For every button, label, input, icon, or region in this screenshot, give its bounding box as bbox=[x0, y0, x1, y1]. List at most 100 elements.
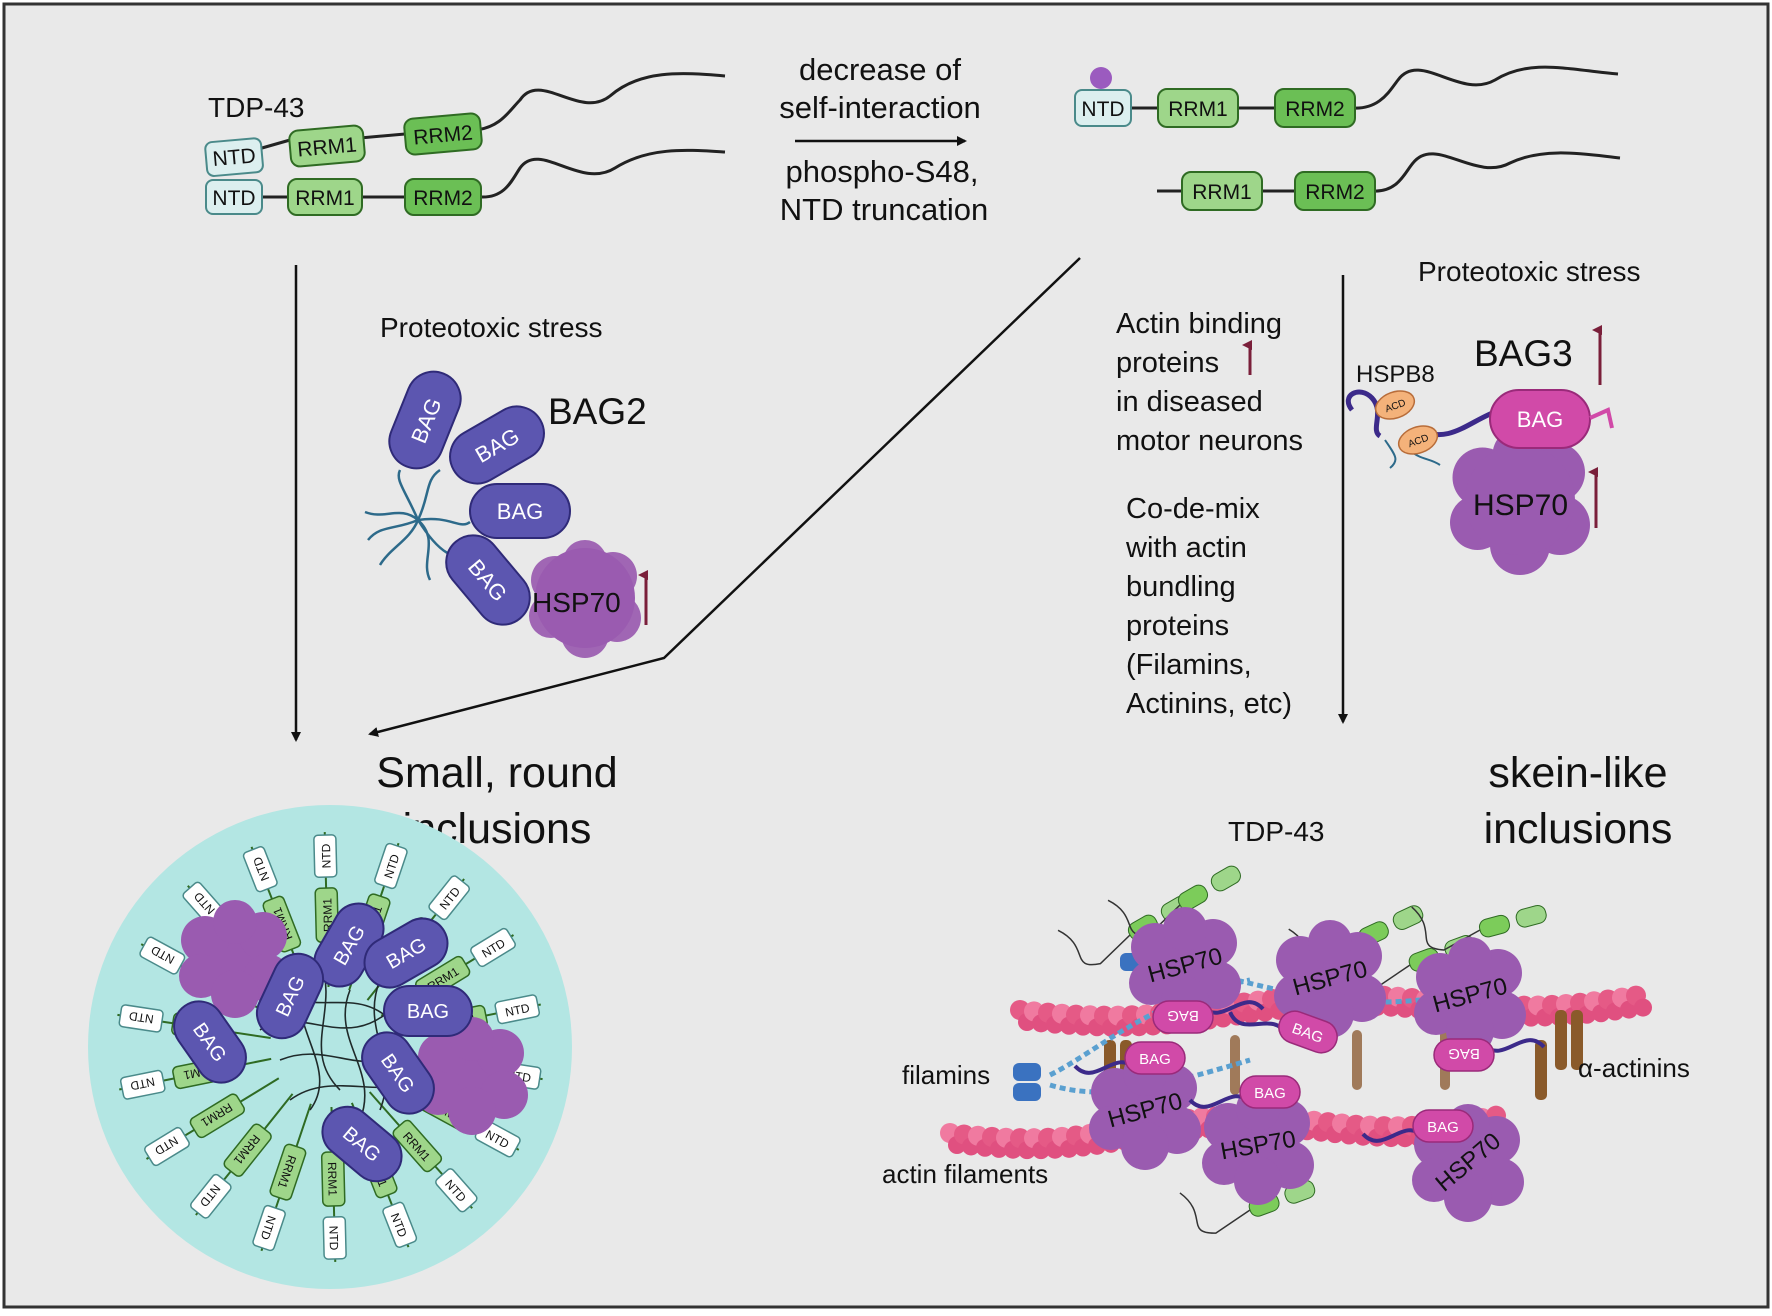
svg-text:in diseased: in diseased bbox=[1116, 386, 1263, 418]
filamin-dimer bbox=[1013, 1083, 1041, 1101]
svg-text:Proteotoxic stress: Proteotoxic stress bbox=[1418, 256, 1641, 287]
svg-text:RRM2: RRM2 bbox=[1285, 98, 1345, 121]
bag-domain bbox=[388, 370, 462, 470]
tdp43-fragment bbox=[1411, 905, 1547, 951]
bag-domain: BAG bbox=[255, 952, 325, 1040]
ntd-domain bbox=[205, 179, 263, 215]
svg-text:NTD: NTD bbox=[319, 843, 334, 868]
filamin-dimer bbox=[1013, 1063, 1041, 1081]
rrm1-domain bbox=[1181, 171, 1263, 211]
rrm1-domain bbox=[1157, 88, 1239, 128]
phospho-dot bbox=[1090, 67, 1112, 89]
svg-text:NTD: NTD bbox=[326, 1225, 341, 1250]
rrm2-domain bbox=[404, 178, 482, 216]
svg-text:RRM1: RRM1 bbox=[1168, 98, 1228, 121]
svg-text:HSP70: HSP70 bbox=[532, 587, 621, 618]
ntd-domain bbox=[1074, 89, 1132, 127]
svg-text:BAG: BAG bbox=[407, 1001, 449, 1023]
bag-pink-domain: BAG bbox=[1152, 1000, 1265, 1034]
svg-text:bundling: bundling bbox=[1126, 571, 1236, 603]
bag-domain: BAG bbox=[363, 917, 449, 989]
bag2-complex: Proteotoxic stress BAG2 BAG BAG BAG BAG … bbox=[364, 312, 648, 658]
svg-text:NTD truncation: NTD truncation bbox=[780, 192, 988, 227]
bag3-complex: Proteotoxic stress BAG3 HSPB8 ACD ACD BA… bbox=[1345, 256, 1641, 575]
svg-text:BAG: BAG bbox=[1254, 1085, 1286, 1102]
tdp43-monomers: NTD RRM1 RRM2 RRM1 RRM2 bbox=[1074, 65, 1621, 211]
bag-domain bbox=[445, 534, 531, 626]
bag-domain: BAG bbox=[173, 1000, 247, 1084]
round-inclusion: RRM1NTDRRM1NTDRRM1NTDRRM1NTDRRM1NTDRRM1N… bbox=[88, 805, 572, 1289]
svg-text:self-interaction: self-interaction bbox=[779, 90, 981, 125]
svg-text:RRM2: RRM2 bbox=[413, 187, 473, 210]
svg-text:(Filamins,: (Filamins, bbox=[1126, 649, 1252, 681]
svg-text:BAG: BAG bbox=[1448, 1045, 1480, 1062]
acd-domain bbox=[1374, 390, 1416, 420]
tdp43-top-label: TDP-43 bbox=[208, 92, 304, 123]
bag-pink-domain: BAG bbox=[1361, 1109, 1474, 1143]
hsp70: HSP70 bbox=[1089, 1052, 1201, 1170]
bag-domain bbox=[469, 483, 571, 539]
bag-pink-domain: BAG bbox=[1433, 1038, 1546, 1072]
svg-text:BAG: BAG bbox=[497, 499, 543, 524]
svg-text:NTD: NTD bbox=[504, 1001, 531, 1020]
hsp70: HSP70 bbox=[1202, 1087, 1314, 1205]
codemix-text: Co-de-mix with actin bundling proteins (… bbox=[1125, 493, 1292, 720]
svg-text:NTD: NTD bbox=[129, 1074, 156, 1093]
rrm2-domain bbox=[403, 112, 483, 156]
rrm2-domain bbox=[1294, 171, 1376, 211]
small-round-heading: Small, round bbox=[376, 749, 617, 797]
svg-text:decrease of: decrease of bbox=[799, 52, 961, 87]
rrm2-domain bbox=[1274, 88, 1356, 128]
skein-bags: BAG BAG BAG BAG BAG BAG bbox=[1073, 1000, 1546, 1143]
acd-domain bbox=[1397, 425, 1439, 455]
svg-text:NTD: NTD bbox=[212, 187, 255, 210]
svg-text:HSP70: HSP70 bbox=[1473, 489, 1568, 522]
transition-annotation: decrease of self-interaction phospho-S48… bbox=[779, 52, 988, 227]
svg-text:HSPB8: HSPB8 bbox=[1356, 361, 1435, 388]
svg-text:BAG3: BAG3 bbox=[1474, 333, 1573, 374]
svg-text:NTD: NTD bbox=[128, 1009, 155, 1027]
svg-text:with actin: with actin bbox=[1125, 532, 1247, 564]
svg-text:RRM2: RRM2 bbox=[412, 121, 473, 149]
tdp43-dimer: TDP-43 NTD RRM1 RRM2 NTD RRM1 RRM2 bbox=[204, 72, 726, 216]
svg-text:proteins: proteins bbox=[1116, 347, 1219, 379]
svg-text:RRM1: RRM1 bbox=[295, 187, 355, 210]
svg-text:BAG: BAG bbox=[1139, 1051, 1171, 1068]
svg-text:Proteotoxic stress: Proteotoxic stress bbox=[380, 312, 603, 343]
svg-text:NTD: NTD bbox=[1081, 98, 1124, 121]
svg-text:filamins: filamins bbox=[902, 1060, 990, 1090]
rrm1-domain bbox=[287, 178, 363, 216]
ntd-domain bbox=[204, 137, 264, 177]
svg-text:actin filaments: actin filaments bbox=[882, 1159, 1048, 1189]
hsp70: HSP70 bbox=[1129, 907, 1241, 1025]
svg-text:NTD: NTD bbox=[212, 144, 257, 171]
svg-text:TDP-43: TDP-43 bbox=[1228, 816, 1324, 847]
diagonal-arrow bbox=[368, 257, 1081, 737]
tangle-core bbox=[259, 959, 421, 1121]
bag-domain: BAG bbox=[321, 1105, 403, 1183]
svg-text:Actin binding: Actin binding bbox=[1116, 308, 1282, 340]
hsp70: HSP70 bbox=[1274, 920, 1386, 1038]
actin-binding-text: Actin binding proteins in diseased motor… bbox=[1116, 308, 1303, 457]
svg-text:α-actinins: α-actinins bbox=[1578, 1053, 1690, 1083]
svg-text:motor neurons: motor neurons bbox=[1116, 425, 1303, 457]
svg-text:BAG: BAG bbox=[1167, 1007, 1199, 1024]
hsp70: HSP70 bbox=[1414, 937, 1526, 1055]
svg-text:RRM1: RRM1 bbox=[296, 133, 357, 161]
svg-text:Co-de-mix: Co-de-mix bbox=[1126, 493, 1260, 525]
svg-text:proteins: proteins bbox=[1126, 610, 1229, 642]
bag-domain: BAG bbox=[361, 1031, 435, 1115]
bag-domain bbox=[449, 405, 545, 485]
svg-text:Actinins, etc): Actinins, etc) bbox=[1126, 688, 1292, 720]
svg-text:phospho-S48,: phospho-S48, bbox=[785, 154, 978, 189]
bag-pink-domain: BAG bbox=[1228, 1010, 1338, 1054]
bag-domain: BAG bbox=[383, 985, 473, 1037]
svg-text:RRM1: RRM1 bbox=[325, 1162, 340, 1197]
svg-text:RRM2: RRM2 bbox=[1305, 181, 1365, 204]
bag-pink-domain bbox=[1489, 389, 1591, 449]
bag-pink-domain: BAG bbox=[1188, 1075, 1301, 1109]
